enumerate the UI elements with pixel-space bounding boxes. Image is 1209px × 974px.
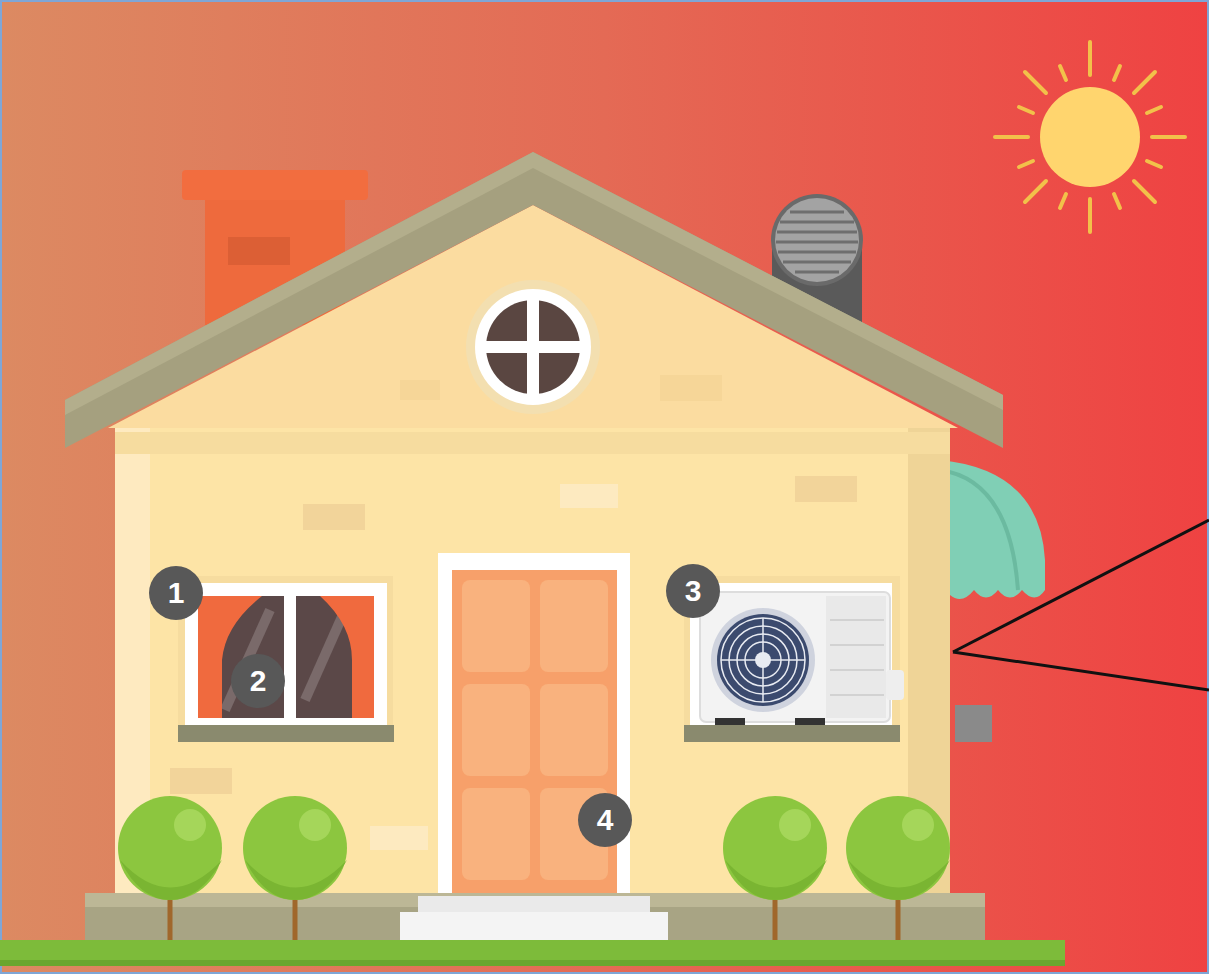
callout-number: 2 [231,654,285,708]
wall-bricks [170,476,857,794]
meter-box [955,705,992,742]
window [178,576,394,742]
roof [65,152,1003,448]
round-window [466,280,600,414]
planter [85,893,985,940]
lawn [0,940,1065,966]
house-wall [115,425,950,900]
awning [940,460,1045,599]
callout-number: 1 [149,566,203,620]
sun [995,42,1185,232]
steps [400,896,668,940]
callout-number: 3 [666,564,720,618]
zoom-lines [953,520,1209,690]
callout-number: 4 [578,793,632,847]
bushes [118,796,950,940]
